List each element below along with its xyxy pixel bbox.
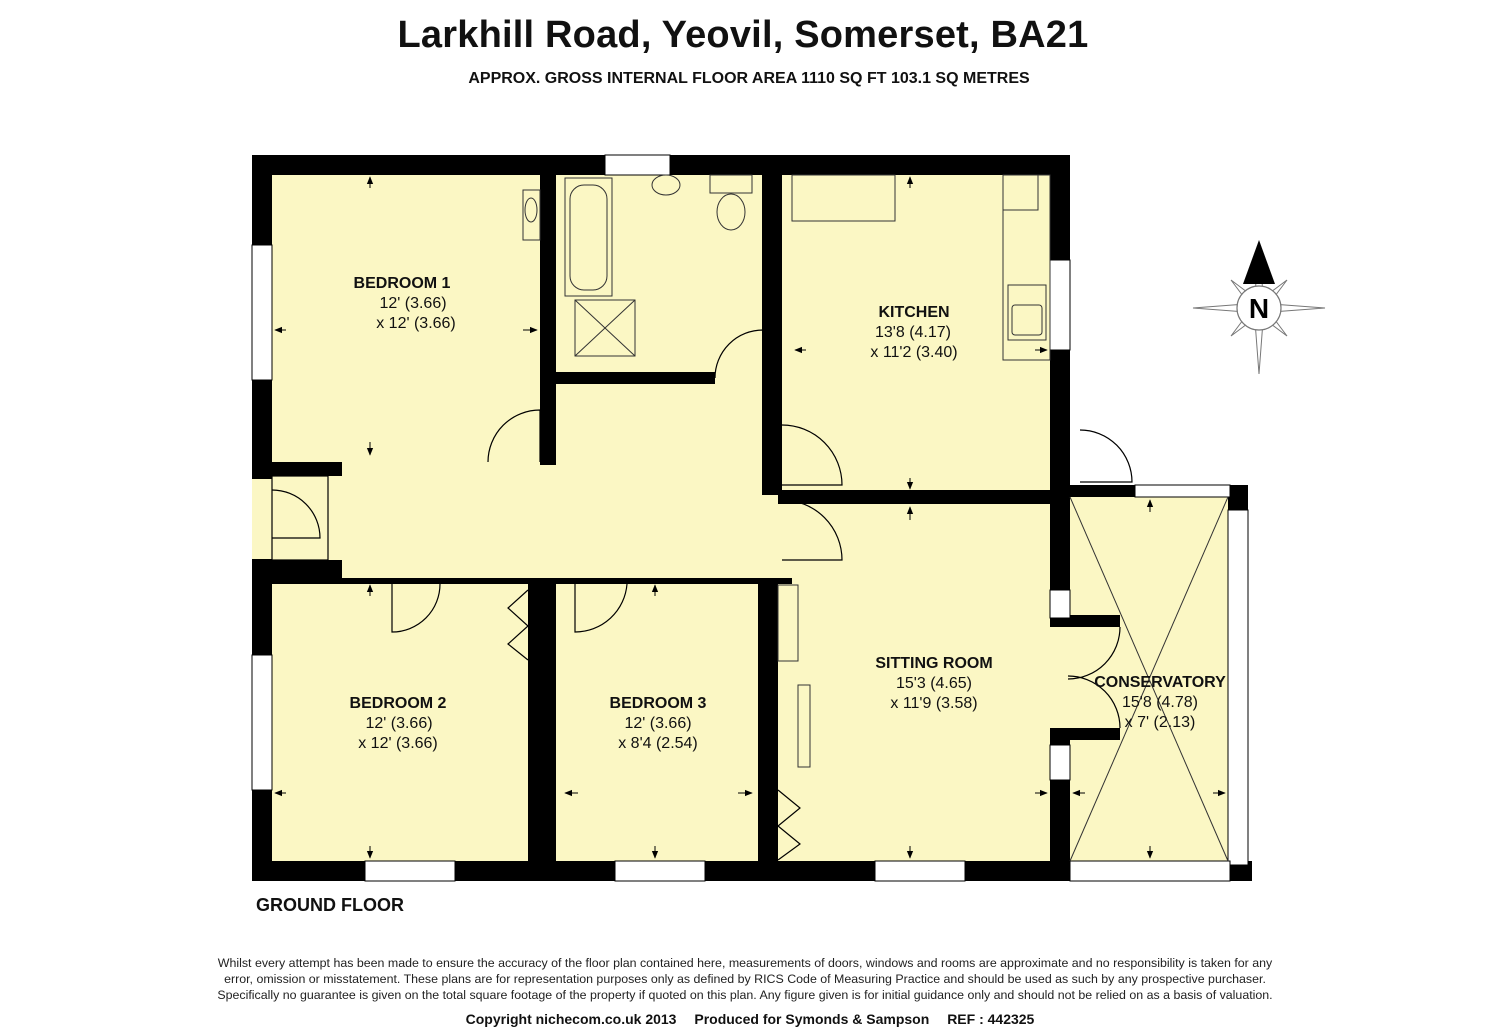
kitchen-dim2: x 11'2 (3.40) bbox=[870, 344, 957, 361]
sitting-room-floor bbox=[770, 490, 1070, 880]
window-bedroom2 bbox=[364, 860, 456, 882]
window-bedroom1 bbox=[251, 244, 273, 381]
disclaimer-line-3: Specifically no guarantee is given on th… bbox=[217, 988, 1273, 1002]
disclaimer: Whilst every attempt has been made to en… bbox=[160, 955, 1330, 1003]
door-kitchen bbox=[781, 424, 843, 486]
bedroom2-name: BEDROOM 2 bbox=[350, 695, 447, 712]
window-sitting-room bbox=[874, 860, 966, 882]
disclaimer-line-1: Whilst every attempt has been made to en… bbox=[217, 956, 1273, 970]
bedroom1-name: BEDROOM 1 bbox=[354, 275, 451, 292]
kitchen-name: KITCHEN bbox=[878, 304, 949, 321]
window-sitting-side bbox=[1049, 589, 1071, 619]
hall-floor bbox=[252, 380, 787, 580]
compass-rose-icon: N bbox=[1192, 240, 1326, 375]
bedroom3-dim2: x 8'4 (2.54) bbox=[618, 735, 698, 752]
sitting-chimney bbox=[797, 684, 811, 768]
sitting-room-dim1: 15'3 (4.65) bbox=[896, 675, 972, 692]
window-conservatory-top bbox=[1134, 484, 1231, 498]
footer-copyright: Copyright nichecom.co.uk 2013 bbox=[465, 1011, 677, 1027]
door-conservatory-a bbox=[1079, 429, 1133, 483]
door-conservatory-c bbox=[1067, 675, 1121, 729]
dimension-arrows bbox=[274, 176, 1226, 859]
window-conservatory-right bbox=[1227, 509, 1249, 866]
toilet-bowl bbox=[716, 193, 746, 231]
bedroom3-dim1: 12' (3.66) bbox=[624, 715, 691, 732]
bedroom2-dim1: 12' (3.66) bbox=[365, 715, 432, 732]
window-conservatory-bottom bbox=[1069, 860, 1231, 882]
window-sitting-side2 bbox=[1049, 744, 1071, 781]
cupboard-bedroom2 bbox=[507, 589, 529, 661]
compass-north-label: N bbox=[1249, 293, 1269, 324]
footer-ref: REF : 442325 bbox=[947, 1011, 1035, 1027]
kitchen-dim1: 13'8 (4.17) bbox=[875, 324, 951, 341]
door-bedroom2 bbox=[391, 583, 441, 633]
door-bathroom bbox=[714, 329, 764, 379]
conservatory-dim2: x 7' (2.13) bbox=[1125, 714, 1196, 731]
door-bedroom1 bbox=[487, 409, 541, 463]
door-sitting-room bbox=[781, 499, 843, 561]
window-bedroom3 bbox=[614, 860, 706, 882]
conservatory-name: CONSERVATORY bbox=[1094, 674, 1226, 691]
bath-inner bbox=[569, 184, 608, 291]
window-bathroom bbox=[604, 154, 671, 176]
door-front bbox=[271, 489, 321, 539]
sitting-room-name: SITTING ROOM bbox=[875, 655, 992, 672]
floor-label: GROUND FLOOR bbox=[256, 895, 404, 915]
doors bbox=[271, 329, 1133, 861]
door-conservatory-b bbox=[1067, 626, 1121, 680]
north-pointer-icon bbox=[1243, 240, 1275, 284]
toilet-cistern bbox=[709, 174, 753, 194]
sitting-fireplace bbox=[777, 584, 799, 662]
windows bbox=[251, 154, 1249, 882]
bedroom2-floor bbox=[252, 578, 557, 880]
hall-cupboard bbox=[271, 475, 329, 561]
bedroom3-name: BEDROOM 3 bbox=[610, 695, 707, 712]
floor-fills bbox=[252, 157, 1248, 880]
bedroom3-floor bbox=[550, 578, 775, 880]
bedroom1-dim2: x 12' (3.66) bbox=[376, 315, 456, 332]
kitchen-unit-top bbox=[1002, 174, 1039, 211]
conservatory-dim1: 15'8 (4.78) bbox=[1122, 694, 1198, 711]
footer: Copyright nichecom.co.uk 2013 Produced f… bbox=[0, 1011, 1500, 1027]
window-bedroom2-side bbox=[251, 654, 273, 791]
plan-title: Larkhill Road, Yeovil, Somerset, BA21 bbox=[397, 14, 1089, 56]
sitting-room-dim2: x 11'9 (3.58) bbox=[890, 695, 977, 712]
conservatory-floor bbox=[1070, 490, 1248, 880]
basin-bathroom bbox=[651, 174, 681, 196]
cupboard-sitting bbox=[777, 789, 801, 861]
disclaimer-line-2: error, omission or misstatement. These p… bbox=[224, 972, 1266, 986]
bedroom2-dim2: x 12' (3.66) bbox=[358, 735, 438, 752]
floor-area-subtitle: APPROX. GROSS INTERNAL FLOOR AREA 1110 S… bbox=[468, 70, 1030, 87]
bedroom1-dim1: 12' (3.66) bbox=[379, 295, 446, 312]
door-bedroom3 bbox=[574, 583, 628, 633]
window-kitchen bbox=[1049, 259, 1071, 351]
footer-produced: Produced for Symonds & Sampson bbox=[694, 1011, 930, 1027]
kitchen-worktop-top bbox=[791, 174, 896, 222]
fixtures bbox=[522, 174, 1229, 862]
